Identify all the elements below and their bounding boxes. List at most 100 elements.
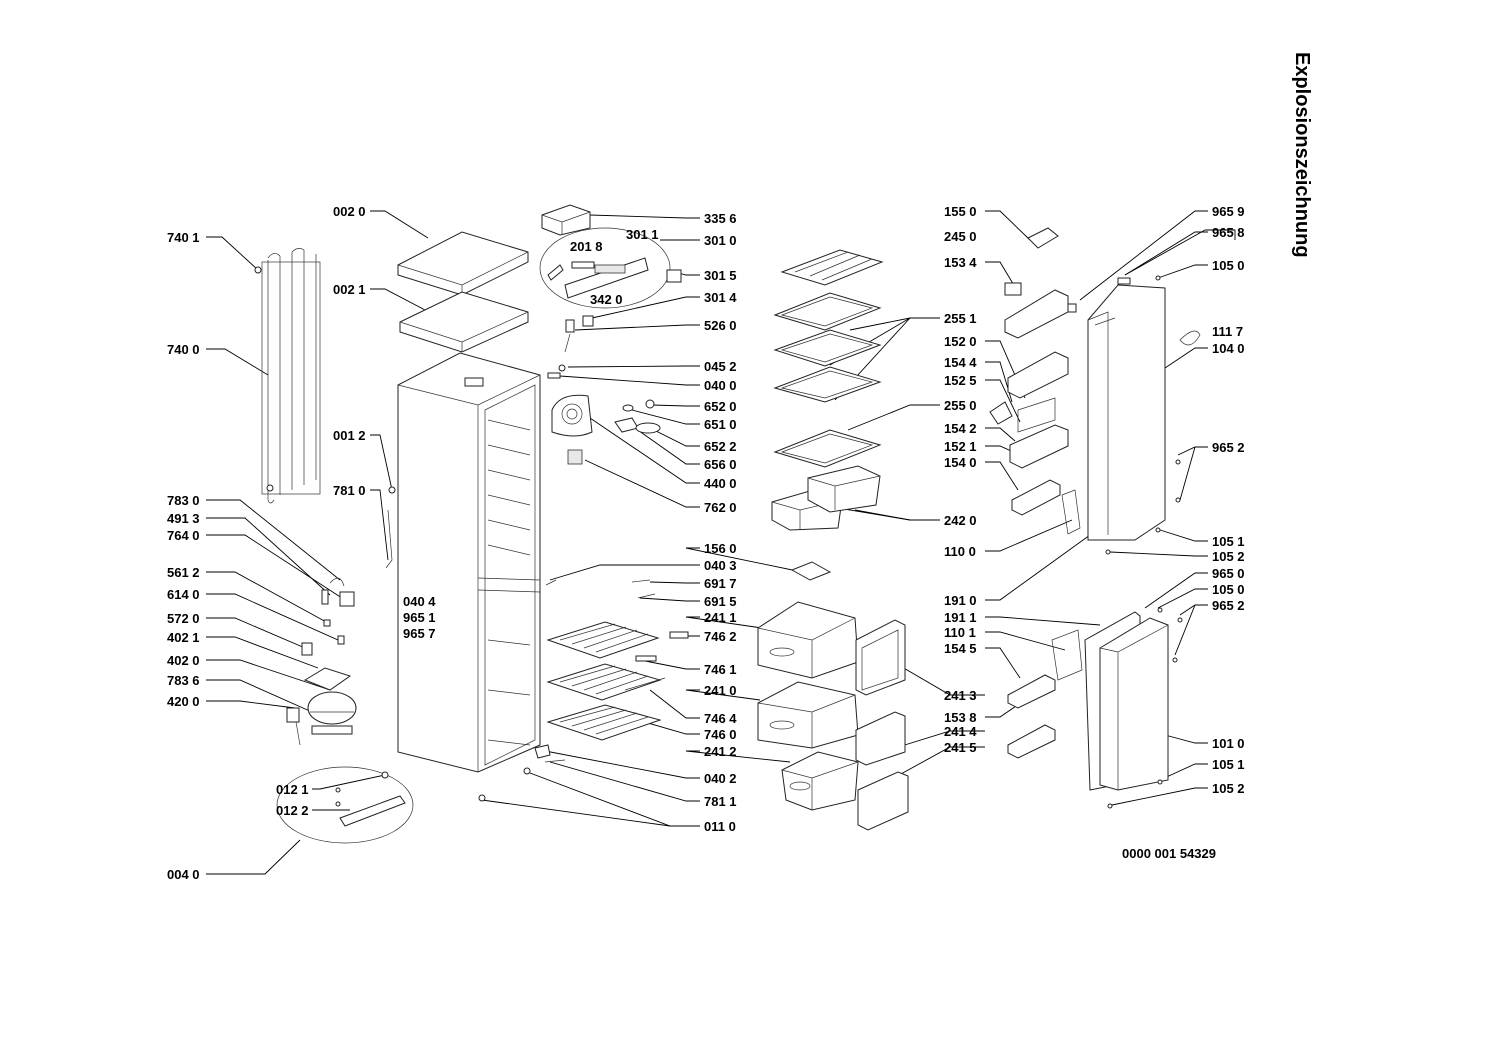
wire-shelf-2	[546, 663, 662, 701]
part-label: 335 6	[704, 211, 737, 226]
part-label: 965 8	[1212, 225, 1245, 240]
part-illustrations	[254, 204, 1201, 844]
freezer-door-tray-1	[1007, 674, 1056, 709]
fridge-door	[1087, 277, 1166, 541]
door-handle-upper	[1061, 489, 1081, 535]
cabinet-body	[397, 352, 541, 773]
divider-grid	[790, 561, 832, 581]
crisper-drawer-2	[807, 465, 881, 513]
part-label: 781 0	[333, 483, 366, 498]
freezer-flap-3	[857, 771, 909, 831]
part-label: 156 0	[704, 541, 737, 556]
part-label: 965 9	[1212, 204, 1245, 219]
part-label: 241 3	[944, 688, 977, 703]
part-label: 241 1	[704, 610, 737, 625]
glass-shelf-1	[773, 292, 882, 331]
part-label: 746 0	[704, 727, 737, 742]
part-label: 965 2	[1212, 598, 1245, 613]
bottle-balcony	[1011, 479, 1061, 516]
door-balcony-2	[1007, 351, 1069, 399]
part-label: 652 2	[704, 439, 737, 454]
part-label: 040 0	[704, 378, 737, 393]
door-balcony-1	[1004, 289, 1069, 339]
part-label: 572 0	[167, 611, 200, 626]
part-label: 154 4	[944, 355, 977, 370]
part-label: 740 0	[167, 342, 200, 357]
part-label: 101 0	[1212, 736, 1245, 751]
part-label: 746 1	[704, 662, 737, 677]
part-label: 152 0	[944, 334, 977, 349]
control-panel-callout	[539, 227, 671, 309]
door-seal-ring	[1179, 330, 1201, 346]
shelf-top-cover	[780, 249, 884, 286]
part-label: 746 2	[704, 629, 737, 644]
fan-blade	[635, 422, 661, 434]
mounting-rail	[339, 795, 406, 827]
part-label: 110 0	[944, 544, 976, 559]
top-cover	[397, 231, 529, 296]
part-label: 154 2	[944, 421, 977, 436]
part-label: 652 0	[704, 399, 737, 414]
part-label: 242 0	[944, 513, 977, 528]
part-label: 781 1	[704, 794, 737, 809]
part-label: 402 0	[167, 653, 200, 668]
part-label: 241 4	[944, 724, 977, 739]
mounting-kit-callout	[276, 766, 414, 844]
part-label: 104 0	[1212, 341, 1245, 356]
part-label: 762 0	[704, 500, 737, 515]
part-label: 965 1	[403, 610, 436, 625]
capillary-cap	[339, 591, 355, 607]
part-label: 105 1	[1212, 757, 1245, 772]
freezer-flap-2	[855, 711, 906, 766]
freezer-door-tray-2	[1007, 724, 1056, 759]
part-label: 440 0	[704, 476, 737, 491]
part-label: 040 3	[704, 558, 737, 573]
part-label: 110 1	[944, 625, 976, 640]
panel-bracket	[582, 315, 594, 327]
door-balcony-3	[1009, 424, 1069, 469]
freezer-door	[1084, 611, 1169, 791]
part-label: 040 4	[403, 594, 436, 609]
part-label: 152 5	[944, 373, 977, 388]
compressor	[307, 691, 357, 735]
part-label: 656 0	[704, 457, 737, 472]
part-label: 152 1	[944, 439, 977, 454]
part-number-labels: 002 0 002 1 740 1 740 0 001 2 781 0 783 …	[167, 204, 1245, 882]
part-label: 301 0	[704, 233, 737, 248]
part-label: 004 0	[167, 867, 200, 882]
part-label: 002 0	[333, 204, 366, 219]
part-label: 154 0	[944, 455, 977, 470]
part-label: 105 2	[1212, 781, 1245, 796]
freezer-flap-1	[855, 619, 906, 696]
air-grille	[567, 449, 583, 465]
part-label: 241 2	[704, 744, 737, 759]
part-label: 105 2	[1212, 549, 1245, 564]
part-label: 965 0	[1212, 566, 1245, 581]
part-label: 255 1	[944, 311, 977, 326]
glass-shelf-3	[773, 366, 882, 403]
part-label: 040 2	[704, 771, 737, 786]
bottle-clip	[1004, 282, 1022, 296]
part-label: 614 0	[167, 587, 200, 602]
part-label: 201 8	[570, 239, 603, 254]
part-label: 691 7	[704, 576, 737, 591]
part-label: 402 1	[167, 630, 200, 645]
display-cover	[666, 269, 682, 283]
part-label: 153 8	[944, 710, 977, 725]
part-label: 691 5	[704, 594, 737, 609]
part-label: 111 7	[1212, 324, 1243, 339]
fan-cover	[551, 394, 593, 437]
part-label: 561 2	[167, 565, 200, 580]
part-label: 191 0	[944, 593, 977, 608]
part-label: 740 1	[167, 230, 200, 245]
part-label: 045 2	[704, 359, 737, 374]
part-label: 012 2	[276, 803, 309, 818]
glass-shelf-2	[773, 329, 882, 367]
condenser-coil	[254, 248, 321, 504]
part-label: 241 0	[704, 683, 737, 698]
part-label: 002 1	[333, 282, 366, 297]
door-handle-lower	[1051, 629, 1083, 681]
page-title: Explosionszeichnung	[1291, 52, 1313, 258]
part-label: 241 5	[944, 740, 977, 755]
